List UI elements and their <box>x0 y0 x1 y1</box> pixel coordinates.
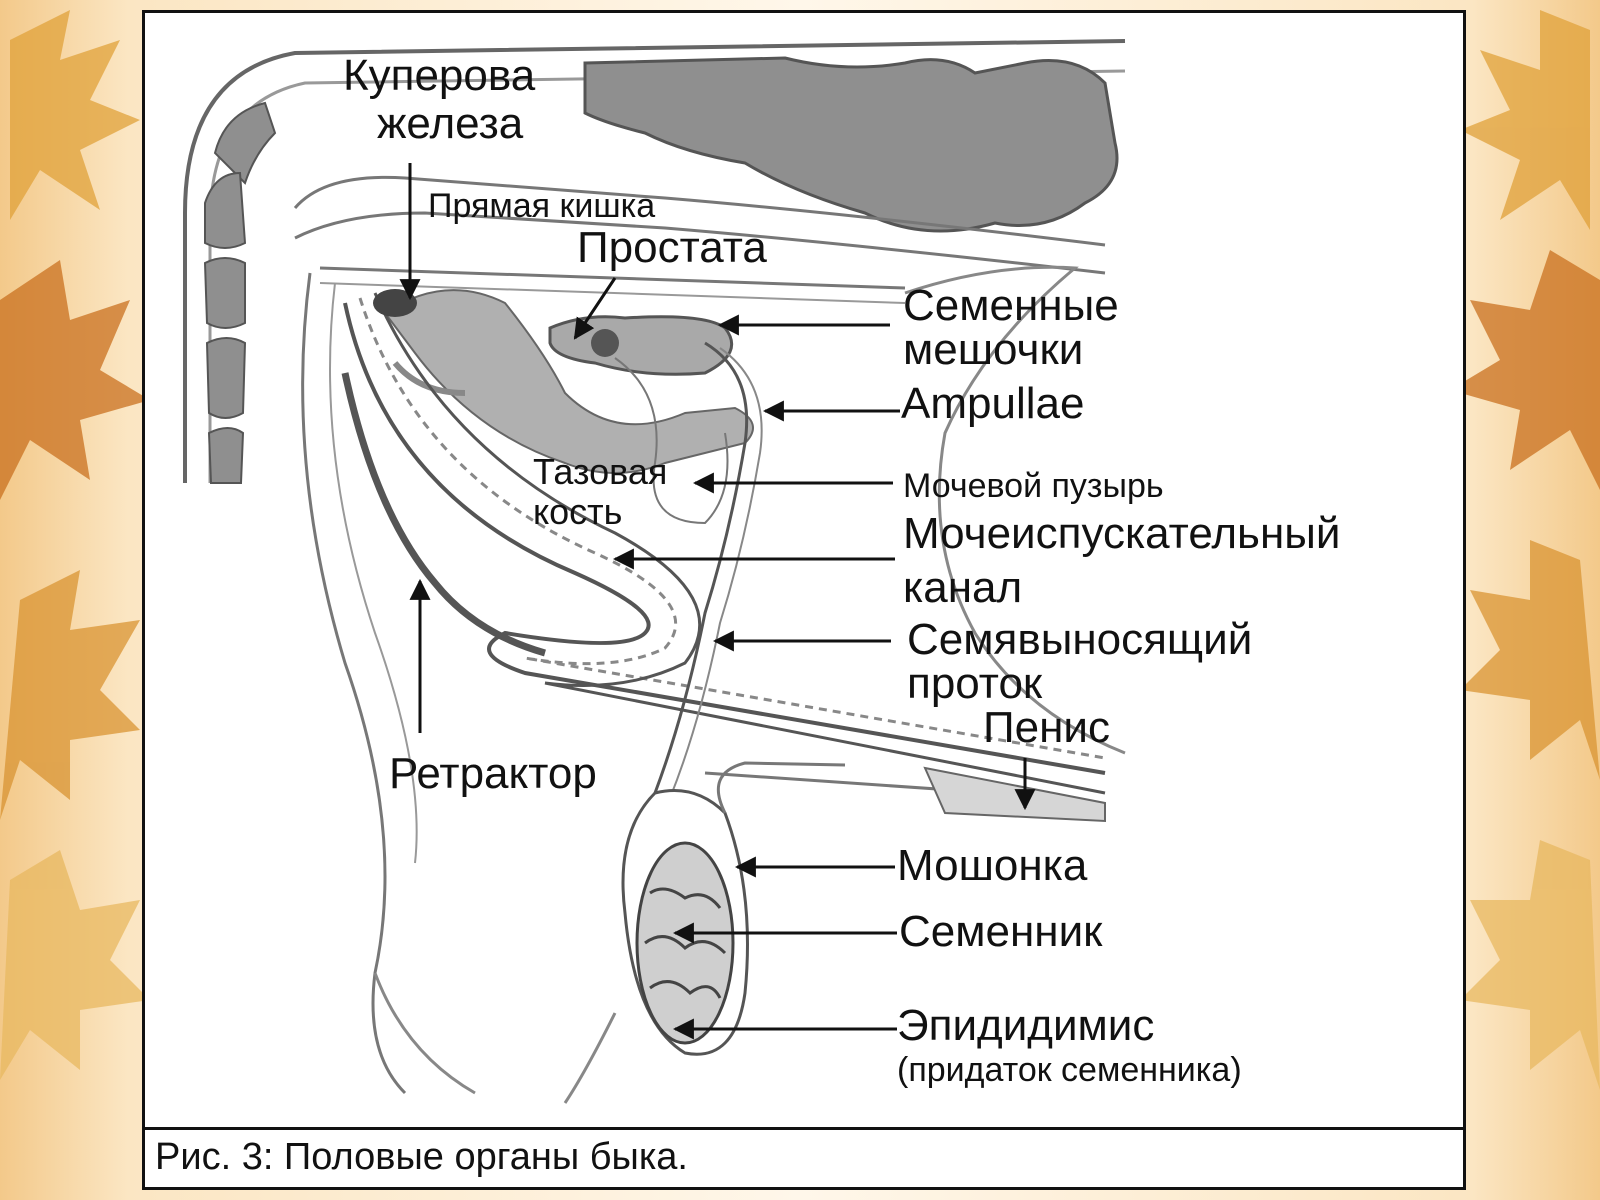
figure-caption-bar: Рис. 3: Половые органы быка. <box>145 1127 1463 1187</box>
label-scrotum: Мошонка <box>897 841 1088 890</box>
label-cowper-gland-line2: железа <box>377 99 524 148</box>
autumn-leaves-right-decoration <box>1450 10 1600 1090</box>
label-rectum: Прямая кишка <box>428 187 656 225</box>
bull-reproductive-anatomy-illustration <box>183 39 1126 1104</box>
label-urethra-line1: Мочеиспускательный <box>903 509 1341 558</box>
label-testis: Семенник <box>899 907 1103 956</box>
label-seminal-vesicles-line2: мешочки <box>903 325 1084 374</box>
label-penis: Пенис <box>983 703 1110 752</box>
label-bladder: Мочевой пузырь <box>903 467 1164 505</box>
label-pelvic-bone-line1: Тазовая <box>533 451 668 492</box>
label-retractor: Ретрактор <box>389 749 597 798</box>
label-prostate: Простата <box>577 223 767 272</box>
label-cowper-gland-line1: Куперова <box>343 51 536 100</box>
label-vas-deferens-line2: проток <box>907 659 1043 708</box>
anatomy-figure-frame: Куперова железа Прямая кишка Простата Се… <box>142 10 1466 1190</box>
label-pointer-arrows <box>399 163 1036 1040</box>
label-vas-deferens-line1: Семявыносящий <box>907 615 1253 664</box>
figure-caption: Рис. 3: Половые органы быка. <box>155 1136 688 1178</box>
label-urethra-line2: канал <box>903 563 1023 612</box>
autumn-leaves-left-decoration <box>0 10 150 1080</box>
label-seminal-vesicles-line1: Семенные <box>903 281 1119 330</box>
label-epididymis-line1: Эпидидимис <box>897 1001 1155 1050</box>
label-epididymis-line2: (придаток семенника) <box>897 1051 1242 1089</box>
label-pelvic-bone-line2: кость <box>533 491 623 532</box>
label-ampullae: Ampullae <box>901 379 1085 428</box>
